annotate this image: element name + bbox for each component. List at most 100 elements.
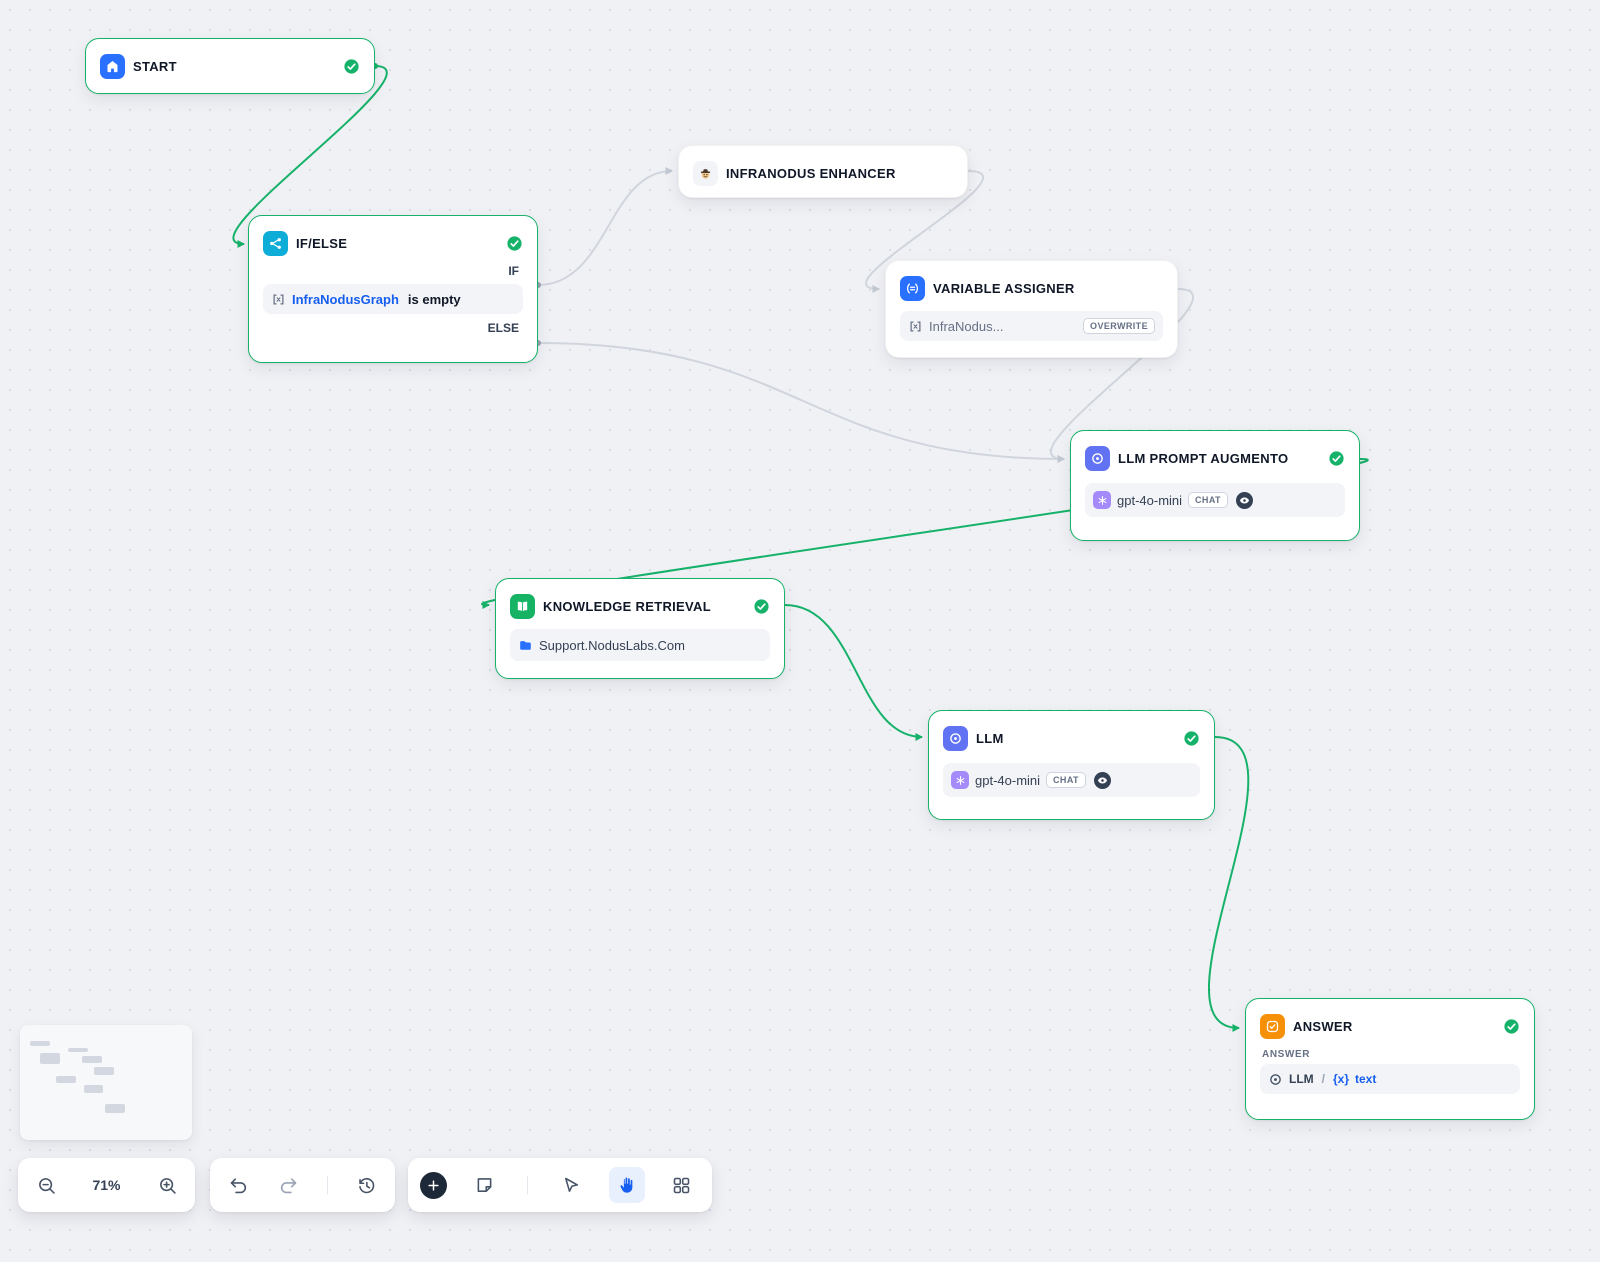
minimap-node bbox=[40, 1053, 60, 1064]
node-title: INFRANODUS ENHANCER bbox=[726, 165, 896, 181]
node-title: KNOWLEDGE RETRIEVAL bbox=[543, 598, 711, 614]
undo-button[interactable] bbox=[220, 1167, 256, 1203]
answer-variable-separator: / bbox=[1321, 1072, 1325, 1086]
success-check-icon bbox=[753, 598, 770, 615]
edge-assigner-to-augmentor[interactable] bbox=[1050, 288, 1195, 463]
node-assigner-header: VARIABLE ASSIGNER bbox=[900, 275, 1163, 301]
pointer-tool-button[interactable] bbox=[554, 1167, 590, 1203]
eye-icon[interactable] bbox=[1235, 491, 1253, 509]
minimap-node bbox=[82, 1056, 102, 1063]
node-title: LLM PROMPT AUGMENTO bbox=[1118, 450, 1289, 466]
node-title: ANSWER bbox=[1293, 1018, 1353, 1034]
model-row: gpt-4o-mini CHAT bbox=[943, 763, 1200, 797]
dataset-row: Support.NodusLabs.Com bbox=[510, 629, 770, 661]
divider bbox=[527, 1176, 529, 1194]
answer-variable-row: LLM / {x} text bbox=[1260, 1064, 1520, 1094]
node-if-else[interactable]: IF/ELSE IF InfraNodusGraph is empty ELSE bbox=[248, 215, 538, 363]
node-title: VARIABLE ASSIGNER bbox=[933, 280, 1075, 296]
assigned-variable-name: InfraNodus... bbox=[929, 318, 1004, 334]
zoom-level[interactable]: 71% bbox=[92, 1177, 121, 1193]
write-mode-badge: OVERWRITE bbox=[1083, 318, 1155, 334]
add-note-button[interactable] bbox=[466, 1167, 502, 1203]
success-check-icon bbox=[343, 58, 360, 75]
openai-asterisk-icon bbox=[951, 771, 969, 789]
node-title: LLM bbox=[976, 730, 1004, 746]
model-name: gpt-4o-mini bbox=[1117, 492, 1183, 508]
node-title: START bbox=[133, 58, 177, 74]
llm-circle-icon bbox=[943, 725, 968, 751]
eye-icon[interactable] bbox=[1093, 771, 1111, 789]
edge-knowledge-to-llm[interactable] bbox=[784, 604, 923, 741]
success-check-icon bbox=[506, 235, 523, 252]
node-ifelse-header: IF/ELSE bbox=[263, 230, 523, 256]
node-augmentor-header: LLM PROMPT AUGMENTO bbox=[1085, 445, 1345, 471]
node-knowledge-header: KNOWLEDGE RETRIEVAL bbox=[510, 593, 770, 619]
tools-panel bbox=[408, 1158, 712, 1212]
minimap-node bbox=[30, 1041, 50, 1046]
llm-ref-icon bbox=[1268, 1072, 1283, 1087]
dataset-name: Support.NodusLabs.Com bbox=[539, 637, 685, 653]
node-variable-assigner[interactable]: VARIABLE ASSIGNER InfraNodus... OVERWRIT… bbox=[885, 260, 1178, 358]
variable-icon bbox=[271, 292, 286, 307]
model-mode-badge: CHAT bbox=[1188, 492, 1228, 508]
edge-else-to-augmentor[interactable] bbox=[537, 342, 1065, 463]
redo-button[interactable] bbox=[271, 1167, 307, 1203]
condition-variable: InfraNodusGraph bbox=[292, 291, 399, 307]
variable-icon bbox=[908, 319, 923, 334]
add-node-button[interactable] bbox=[420, 1171, 447, 1199]
edge-llm-to-answer[interactable] bbox=[1208, 736, 1250, 1032]
else-branch-label: ELSE bbox=[487, 321, 519, 335]
variable-assign-icon bbox=[900, 275, 925, 301]
minimap-node bbox=[105, 1104, 125, 1113]
node-title: IF/ELSE bbox=[296, 235, 348, 251]
success-check-icon bbox=[1183, 730, 1200, 747]
edge-enhancer-to-assigner[interactable] bbox=[865, 170, 985, 293]
hand-tool-button[interactable] bbox=[608, 1167, 645, 1203]
minimap-node bbox=[84, 1085, 103, 1093]
model-name: gpt-4o-mini bbox=[975, 772, 1041, 788]
answer-variable-node: LLM bbox=[1289, 1072, 1314, 1086]
node-answer[interactable]: ANSWER ANSWER LLM / {x} text bbox=[1245, 998, 1535, 1120]
assigned-variable-row: InfraNodus... OVERWRITE bbox=[900, 311, 1163, 341]
node-llm-header: LLM bbox=[943, 725, 1200, 751]
model-mode-badge: CHAT bbox=[1046, 772, 1086, 788]
organize-layout-button[interactable] bbox=[664, 1167, 700, 1203]
detective-emoji-icon bbox=[693, 160, 718, 186]
node-llm[interactable]: LLM gpt-4o-mini CHAT bbox=[928, 710, 1215, 820]
if-branch-label: IF bbox=[508, 264, 519, 278]
node-start-header: START bbox=[100, 53, 360, 79]
divider bbox=[327, 1176, 329, 1194]
node-answer-header: ANSWER bbox=[1260, 1013, 1520, 1039]
node-infranodus-enhancer[interactable]: INFRANODUS ENHANCER bbox=[678, 145, 968, 198]
node-knowledge-retrieval[interactable]: KNOWLEDGE RETRIEVAL Support.NodusLabs.Co… bbox=[495, 578, 785, 679]
llm-circle-icon bbox=[1085, 445, 1110, 471]
answer-variable-prefix: {x} bbox=[1333, 1072, 1350, 1086]
answer-section-label: ANSWER bbox=[1262, 1049, 1311, 1060]
condition-operator: is empty bbox=[407, 291, 461, 307]
node-start[interactable]: START bbox=[85, 38, 375, 94]
node-enhancer-header: INFRANODUS ENHANCER bbox=[693, 160, 953, 186]
edge-start-to-ifelse[interactable] bbox=[232, 65, 388, 248]
openai-asterisk-icon bbox=[1093, 491, 1111, 509]
condition-row: InfraNodusGraph is empty bbox=[263, 284, 523, 314]
minimap-node bbox=[56, 1076, 76, 1083]
success-check-icon bbox=[1503, 1018, 1520, 1035]
open-book-icon bbox=[510, 593, 535, 619]
zoom-in-button[interactable] bbox=[149, 1167, 185, 1203]
minimap[interactable] bbox=[20, 1025, 192, 1140]
version-history-button[interactable] bbox=[349, 1167, 385, 1203]
home-icon bbox=[100, 53, 125, 79]
history-panel bbox=[210, 1158, 395, 1212]
model-row: gpt-4o-mini CHAT bbox=[1085, 483, 1345, 517]
check-square-icon bbox=[1260, 1013, 1285, 1039]
branch-split-icon bbox=[263, 230, 288, 256]
minimap-node bbox=[94, 1067, 114, 1075]
folder-icon bbox=[518, 638, 533, 653]
answer-variable-name: text bbox=[1355, 1072, 1377, 1086]
zoom-out-button[interactable] bbox=[28, 1167, 64, 1203]
success-check-icon bbox=[1328, 450, 1345, 467]
edge-if-to-enhancer[interactable] bbox=[537, 167, 673, 286]
node-llm-prompt-augmentor[interactable]: LLM PROMPT AUGMENTO gpt-4o-mini CHAT bbox=[1070, 430, 1360, 541]
minimap-node bbox=[68, 1048, 88, 1052]
